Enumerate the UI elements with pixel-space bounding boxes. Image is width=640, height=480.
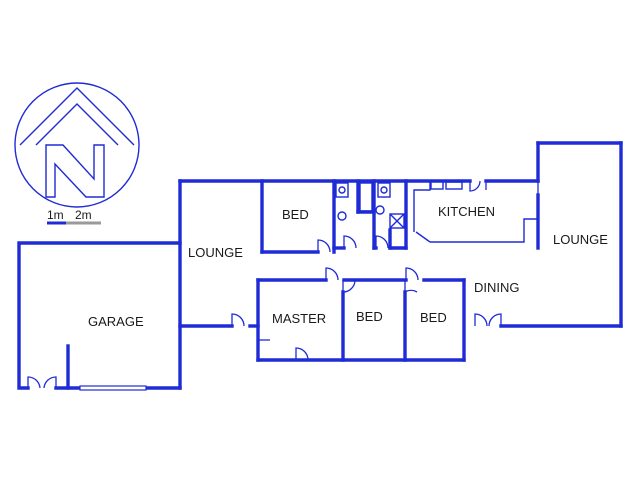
sink-icon — [445, 181, 463, 190]
basin-2-icon — [375, 205, 385, 215]
kitchen-counter — [413, 180, 538, 243]
label-dining: DINING — [474, 280, 520, 295]
label-lounge-right: LOUNGE — [553, 232, 608, 247]
compass-circle — [14, 82, 140, 208]
scale-label-1m: 1m — [47, 208, 64, 222]
north-compass: N — [14, 82, 140, 208]
label-bed-top: BED — [282, 207, 309, 222]
label-bed-middle: BED — [356, 309, 383, 324]
compass-arrow — [19, 87, 135, 146]
garage-door — [79, 385, 147, 391]
compass-north-letter — [45, 144, 105, 198]
doors — [231, 180, 539, 361]
stove-icon — [430, 180, 444, 190]
label-garage: GARAGE — [88, 314, 144, 329]
label-lounge-left: LOUNGE — [188, 245, 243, 260]
scale-bar: 1m 2m — [47, 208, 101, 225]
scale-label-2m: 2m — [75, 208, 92, 222]
toilet-icon — [335, 182, 349, 198]
garage-side-door-right — [43, 376, 57, 389]
compass-arrow-inner — [35, 103, 119, 146]
label-kitchen: KITCHEN — [438, 204, 495, 219]
toilet-2-icon — [377, 182, 391, 198]
basin-icon — [337, 211, 347, 221]
garage-side-door-left — [27, 376, 41, 389]
bath-icon — [359, 182, 373, 212]
label-bed-right: BED — [420, 310, 447, 325]
bathroom-fixtures — [335, 182, 405, 229]
shower-icon — [389, 213, 405, 229]
label-master: MASTER — [272, 311, 326, 326]
garage-walls — [17, 179, 182, 391]
house-walls — [178, 141, 623, 362]
room-labels: BED LOUNGE KITCHEN LOUNGE DINING GARAGE … — [88, 204, 608, 329]
